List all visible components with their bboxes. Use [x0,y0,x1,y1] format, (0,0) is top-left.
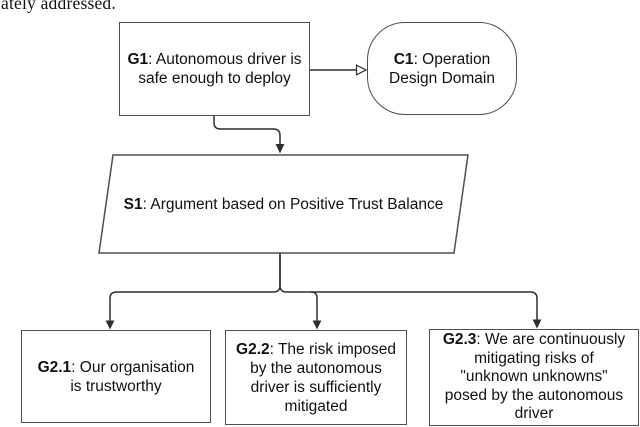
goal-g1-label: G1: Autonomous driver is safe enough to … [127,50,301,88]
goal-g2-2-id: G2.2 [236,340,270,358]
goal-node-g2-1: G2.1: Our organisation is trustworthy [21,330,211,423]
context-node-c1: C1: Operation Design Domain [367,22,517,115]
edge-g1-c1-arrowhead-hollow [355,64,368,76]
goal-g1-id: G1 [127,51,149,68]
strategy-s1-label: S1: Argument based on Positive Trust Bal… [124,195,444,214]
goal-g2-3-text: : We are continuously mitigating risks o… [444,331,626,423]
edge-s1-g2-2 [310,291,318,321]
paper-fragment-text: ately addressed. [1,0,116,13]
edge-s1-g2-3 [279,253,538,320]
strategy-node-s1: S1: Argument based on Positive Trust Bal… [99,155,468,253]
edge-s1-g2-1 [109,253,281,321]
edge-g1-s1 [213,116,281,145]
goal-node-g1: G1: Autonomous driver is safe enough to … [119,22,310,116]
strategy-s1-id: S1 [123,195,143,213]
goal-g2-2-text: : The risk imposed by the autonomous dri… [250,340,396,415]
goal-g2-1-text: : Our organisation is trustworthy [70,358,195,395]
goal-g2-1-label: G2.1: Our organisation is trustworthy [38,358,195,396]
edge-s1-g2-2-arrowhead [312,320,322,330]
goal-g1-text: : Autonomous driver is safe enough to de… [138,51,302,87]
goal-g2-2-label: G2.2: The risk imposed by the autonomous… [236,340,396,416]
edge-s1-g2-1-arrowhead [105,320,115,330]
goal-g2-1-id: G2.1 [37,358,72,376]
goal-g2-3-id: G2.3 [442,331,477,349]
goal-node-g2-3: G2.3: We are continuously mitigating ris… [429,329,639,426]
context-c1-id: C1 [393,50,414,68]
context-c1-label: C1: Operation Design Domain [389,50,495,88]
context-c1-text: : Operation Design Domain [389,50,495,87]
edge-g1-s1-arrowhead [275,144,285,154]
edge-s1-g2-3-arrowhead [532,319,542,329]
strategy-s1-text: : Argument based on Positive Trust Balan… [142,195,444,213]
goal-g2-3-label: G2.3: We are continuously mitigating ris… [443,331,625,424]
goal-node-g2-2: G2.2: The risk imposed by the autonomous… [225,330,407,425]
